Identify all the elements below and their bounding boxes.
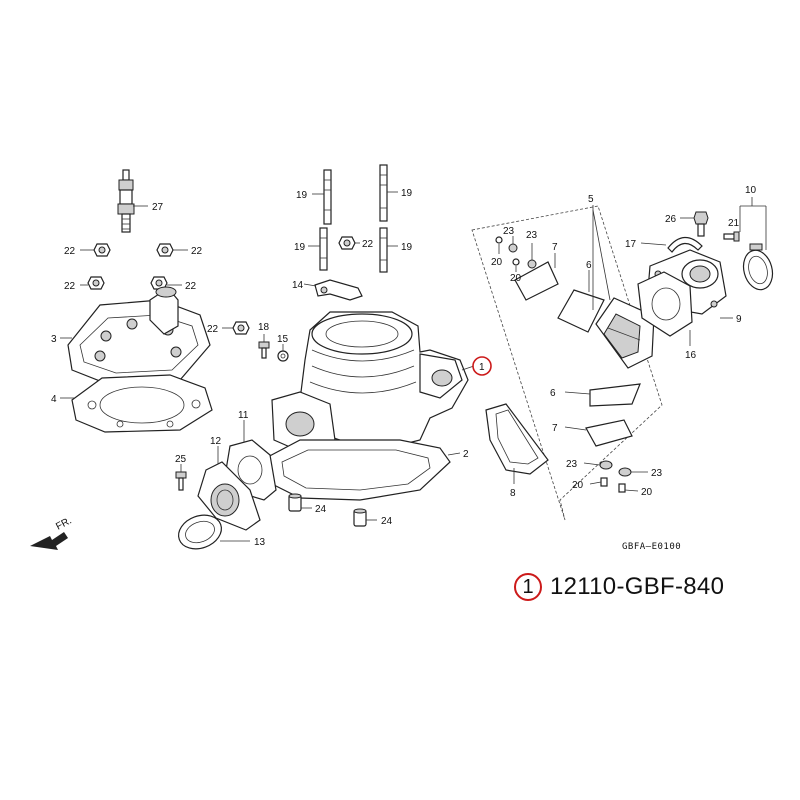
label-15: 15 — [277, 334, 289, 345]
screw-21[interactable] — [723, 231, 740, 242]
label-22-b: 22 — [191, 246, 203, 257]
part-ref-circle: 1 — [514, 573, 542, 601]
label-17: 17 — [625, 239, 637, 250]
manifold-gasket-16[interactable] — [637, 271, 693, 337]
screw-20-c[interactable] — [600, 477, 608, 487]
washer-23-c[interactable] — [599, 460, 613, 470]
part-number-callout[interactable]: 1 12110-GBF-840 — [514, 570, 724, 604]
nut-22-d[interactable] — [150, 276, 168, 290]
label-10: 10 — [745, 185, 757, 196]
label-6-a: 6 — [586, 260, 592, 271]
label-21: 21 — [728, 218, 740, 229]
label-19-a: 19 — [296, 190, 308, 201]
nut-22-e[interactable] — [338, 236, 356, 250]
label-front: FR. — [54, 515, 73, 532]
bolt-26[interactable] — [693, 211, 709, 237]
screw-20-b[interactable] — [512, 258, 520, 266]
label-7-b: 7 — [552, 423, 558, 434]
label-9: 9 — [736, 314, 742, 325]
label-27: 27 — [152, 202, 164, 213]
dowel-24-b[interactable] — [353, 508, 367, 527]
stud-19-b[interactable] — [379, 164, 388, 222]
label-20-a: 20 — [491, 257, 503, 268]
part-1-ref-circle[interactable] — [472, 356, 492, 376]
stud-19-c[interactable] — [319, 227, 328, 271]
reed-plate-6-a[interactable] — [557, 289, 605, 333]
nut-22-b[interactable] — [156, 243, 174, 257]
washer-23-b[interactable] — [527, 259, 537, 269]
label-1: 1 — [479, 362, 485, 373]
label-19-d: 19 — [401, 242, 413, 253]
label-20-b: 20 — [510, 273, 522, 284]
callout-labels: 27 22 22 22 22 3 4 19 19 19 19 22 14 22 … — [51, 185, 757, 552]
label-12: 12 — [210, 436, 222, 447]
label-23-c: 23 — [566, 459, 578, 470]
label-5: 5 — [588, 194, 594, 205]
cylinder-head[interactable] — [67, 286, 211, 386]
clamp-band-13[interactable] — [174, 509, 226, 554]
label-23-d: 23 — [651, 468, 663, 479]
nut-22-f[interactable] — [232, 321, 250, 335]
dowel-24-a[interactable] — [288, 493, 302, 512]
stud-19-a[interactable] — [323, 169, 332, 225]
bolt-18[interactable] — [258, 341, 270, 359]
label-22-a: 22 — [64, 246, 76, 257]
reed-stopper-7-b[interactable] — [585, 419, 633, 447]
label-23-b: 23 — [526, 230, 538, 241]
label-13: 13 — [254, 537, 266, 548]
label-24-b: 24 — [381, 516, 393, 527]
label-20-d: 20 — [641, 487, 653, 498]
stud-19-d[interactable] — [379, 227, 388, 273]
screw-20-a[interactable] — [495, 236, 503, 244]
label-20-c: 20 — [572, 480, 584, 491]
base-gasket[interactable] — [261, 439, 451, 501]
label-2: 2 — [463, 449, 469, 460]
label-16: 16 — [685, 350, 697, 361]
screw-20-d[interactable] — [618, 483, 626, 493]
reed-valve-assembly-outline — [471, 205, 663, 521]
nut-22-c[interactable] — [87, 276, 105, 290]
washer-15[interactable] — [277, 350, 289, 362]
washer-23-d[interactable] — [618, 467, 632, 477]
reed-valve-body[interactable] — [595, 297, 655, 369]
label-18: 18 — [258, 322, 270, 333]
intake-pipe-12[interactable] — [197, 461, 261, 531]
reed-plate-6-b[interactable] — [589, 383, 641, 407]
label-26: 26 — [665, 214, 677, 225]
nut-22-a[interactable] — [93, 243, 111, 257]
reed-gasket-8[interactable] — [485, 403, 549, 475]
bracket[interactable] — [314, 279, 363, 301]
spark-plug[interactable] — [117, 169, 135, 233]
label-6-b: 6 — [550, 388, 556, 399]
label-22-d: 22 — [185, 281, 197, 292]
label-19-b: 19 — [401, 188, 413, 199]
part-number: 12110-GBF-840 — [550, 573, 725, 600]
label-11: 11 — [238, 410, 249, 421]
reed-stopper-7-a[interactable] — [514, 261, 559, 301]
label-22-e: 22 — [362, 239, 374, 250]
label-23-a: 23 — [503, 226, 515, 237]
label-3: 3 — [51, 334, 57, 345]
label-22-c: 22 — [64, 281, 76, 292]
label-14: 14 — [292, 280, 304, 291]
hose-band-10[interactable] — [739, 243, 776, 293]
label-4: 4 — [51, 394, 57, 405]
front-direction-arrow — [30, 532, 68, 550]
label-7-a: 7 — [552, 242, 558, 253]
washer-23-a[interactable] — [508, 243, 518, 253]
label-8: 8 — [510, 488, 516, 499]
label-24-a: 24 — [315, 504, 327, 515]
label-22-f: 22 — [207, 324, 219, 335]
head-gasket[interactable] — [71, 374, 213, 433]
cylinder[interactable] — [271, 311, 469, 456]
label-25: 25 — [175, 454, 187, 465]
diagram-code: GBFA—E0100 — [622, 542, 681, 552]
clip-17[interactable] — [667, 236, 703, 253]
label-19-c: 19 — [294, 242, 306, 253]
bolt-25[interactable] — [175, 471, 187, 491]
